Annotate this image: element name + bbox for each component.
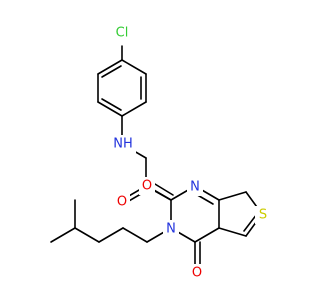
bond <box>98 227 124 243</box>
atom-o-c4-label: O <box>192 266 202 281</box>
bond <box>122 227 148 243</box>
atom-n3-label: N <box>166 222 176 237</box>
bond <box>97 59 123 75</box>
bond <box>243 213 258 232</box>
atom-cl: Cl <box>110 24 134 42</box>
atom-o-amide: O <box>114 193 130 211</box>
bond <box>218 191 247 201</box>
bond <box>121 101 147 117</box>
atom-o-c4: O <box>189 264 205 282</box>
molecule-diagram: Cl NH O N O N O S <box>50 24 271 282</box>
atom-nh: NH <box>110 135 136 153</box>
atom-o-c2: O <box>139 177 155 195</box>
bond <box>50 227 76 243</box>
bond <box>101 65 122 78</box>
bond <box>194 227 220 243</box>
atom-o-c2-label: O <box>142 179 152 194</box>
atom-s: S <box>255 206 271 224</box>
atom-s-label: S <box>259 208 267 223</box>
atom-n3: N <box>163 220 179 238</box>
atom-nh-label: NH <box>113 137 133 152</box>
bond <box>101 98 122 111</box>
atom-n1: N <box>187 178 203 196</box>
atom-o-amide-label: O <box>117 195 127 210</box>
molecule-structure: Cl NH O N O N O S <box>50 24 271 282</box>
bond <box>121 59 147 75</box>
bond <box>74 227 100 243</box>
bond <box>97 101 123 117</box>
atom-n1-label: N <box>190 180 200 195</box>
atom-labels: Cl NH O N O N O S <box>110 24 271 282</box>
bond <box>218 227 247 237</box>
bonds <box>50 45 263 271</box>
atom-cl-label: Cl <box>116 26 129 41</box>
